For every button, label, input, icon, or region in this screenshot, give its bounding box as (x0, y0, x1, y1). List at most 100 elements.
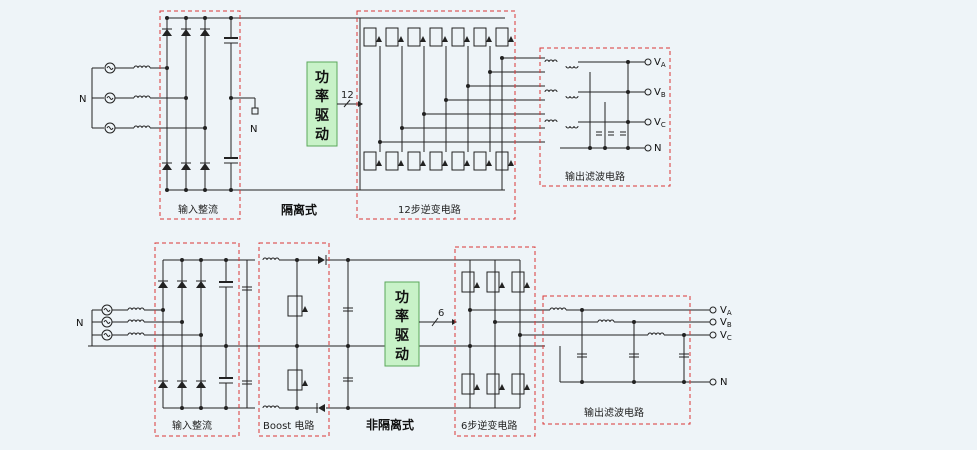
inductor-icon (597, 319, 615, 323)
bottom-rectifier-label: 输入整流 (172, 419, 212, 432)
output-terminal-icon (644, 88, 652, 96)
transformer-coil-icon (565, 65, 579, 69)
bottom-ac-sources (91, 304, 203, 341)
thyristor-icon (196, 381, 206, 388)
bottom-driver-char-2: 率 (395, 308, 409, 325)
top-driver-char-4: 动 (315, 126, 329, 143)
thyristor-icon (196, 281, 206, 288)
top-ac-sources (91, 62, 207, 134)
transformer-coil-icon (565, 95, 579, 99)
bottom-isolation-label: 非隔离式 (366, 417, 414, 432)
top-rectifier-box (159, 10, 241, 220)
igbt-icon (461, 271, 475, 293)
inductor-icon (549, 307, 567, 311)
top-driver-char-2: 率 (315, 88, 329, 105)
bottom-inverter-6-step (461, 259, 550, 409)
inductor-icon (133, 95, 151, 99)
top-neutral-mid-label: N (250, 124, 257, 135)
neutral-terminal (251, 107, 259, 115)
thyristor-icon (181, 29, 191, 36)
top-output-vc: VC (654, 117, 666, 129)
igbt-icon (495, 27, 509, 47)
igbt-icon (511, 373, 525, 395)
top-driver-char-3: 驱 (315, 108, 329, 124)
bottom-filter-box (542, 295, 691, 425)
bottom-output-vb: VB (720, 317, 732, 329)
bottom-non-isolated-topology: N 输入整流 (76, 242, 732, 437)
top-rectifier-label: 输入整流 (178, 203, 218, 216)
diode-icon (318, 256, 325, 264)
bottom-driver-block (384, 281, 420, 367)
top-output-vb: VB (654, 87, 666, 99)
igbt-row-upper (363, 27, 514, 47)
inductor-icon (127, 307, 145, 311)
top-neutral-input-label: N (79, 94, 86, 105)
igbt-row-lower (363, 151, 514, 171)
igbt-icon (473, 27, 487, 47)
output-terminal-icon (709, 318, 717, 326)
thyristor-icon (200, 29, 210, 36)
bottom-output-filter (549, 306, 717, 386)
inductor-icon (647, 332, 665, 336)
bottom-inverter-label: 6步逆变电路 (461, 419, 517, 432)
igbt-icon (451, 151, 465, 171)
transformer-coil-icon (544, 89, 558, 93)
top-driver-char-1: 功 (315, 70, 329, 86)
igbt-icon (486, 373, 500, 395)
igbt-icon (385, 27, 399, 47)
inductor-icon (133, 125, 151, 129)
bottom-output-n: N (720, 377, 727, 388)
bottom-driver-char-4: 动 (395, 346, 409, 363)
output-terminal-icon (709, 306, 717, 314)
bottom-boost-box (258, 242, 330, 437)
bottom-boost (242, 255, 470, 413)
thyristor-icon (162, 29, 172, 36)
top-rectifier (162, 16, 360, 192)
igbt-icon (363, 151, 377, 171)
diode-icon (318, 404, 325, 412)
thyristor-icon (181, 163, 191, 170)
igbt-icon (363, 27, 377, 47)
igbt-icon (407, 27, 421, 47)
top-inverter-box (356, 10, 516, 220)
top-isolation-label: 隔离式 (281, 202, 317, 217)
inductor-icon (127, 332, 145, 336)
bottom-filter-label: 输出滤波电路 (584, 406, 644, 419)
transformer-coil-icon (565, 125, 579, 129)
top-filter-box (539, 47, 671, 187)
bottom-driver-char-1: 功 (395, 290, 409, 306)
igbt-icon (486, 271, 500, 293)
top-output-va: VA (654, 57, 666, 69)
boost-inductor-icon (262, 257, 280, 261)
top-inverter-12-step (359, 17, 545, 191)
bottom-output-vc: VC (720, 330, 732, 342)
output-terminal-icon (644, 58, 652, 66)
igbt-icon (461, 373, 475, 395)
igbt-icon (407, 151, 421, 171)
bottom-inverter-box (454, 246, 536, 437)
igbt-icon (429, 27, 443, 47)
bottom-rectifier (158, 258, 255, 410)
bottom-rectifier-box (154, 242, 240, 437)
igbt-icon (385, 151, 399, 171)
thyristor-icon (158, 281, 168, 288)
thyristor-icon (158, 381, 168, 388)
top-driver-count: 12 (341, 90, 354, 101)
igbt-icon (511, 271, 525, 293)
igbt-icon (451, 27, 465, 47)
output-terminal-icon (709, 378, 717, 386)
thyristor-icon (162, 163, 172, 170)
transformer-coil-icon (544, 59, 558, 63)
igbt-icon (429, 151, 443, 171)
top-isolated-topology: N (79, 10, 671, 220)
output-terminal-icon (644, 144, 652, 152)
top-inverter-label: 12步逆变电路 (398, 203, 461, 216)
bottom-driver-char-3: 驱 (395, 328, 409, 344)
bottom-driver-count: 6 (438, 308, 444, 319)
output-terminal-icon (709, 331, 717, 339)
top-output-n: N (654, 143, 661, 154)
top-filter-label: 输出滤波电路 (565, 170, 625, 183)
boost-inductor-icon (262, 405, 280, 409)
